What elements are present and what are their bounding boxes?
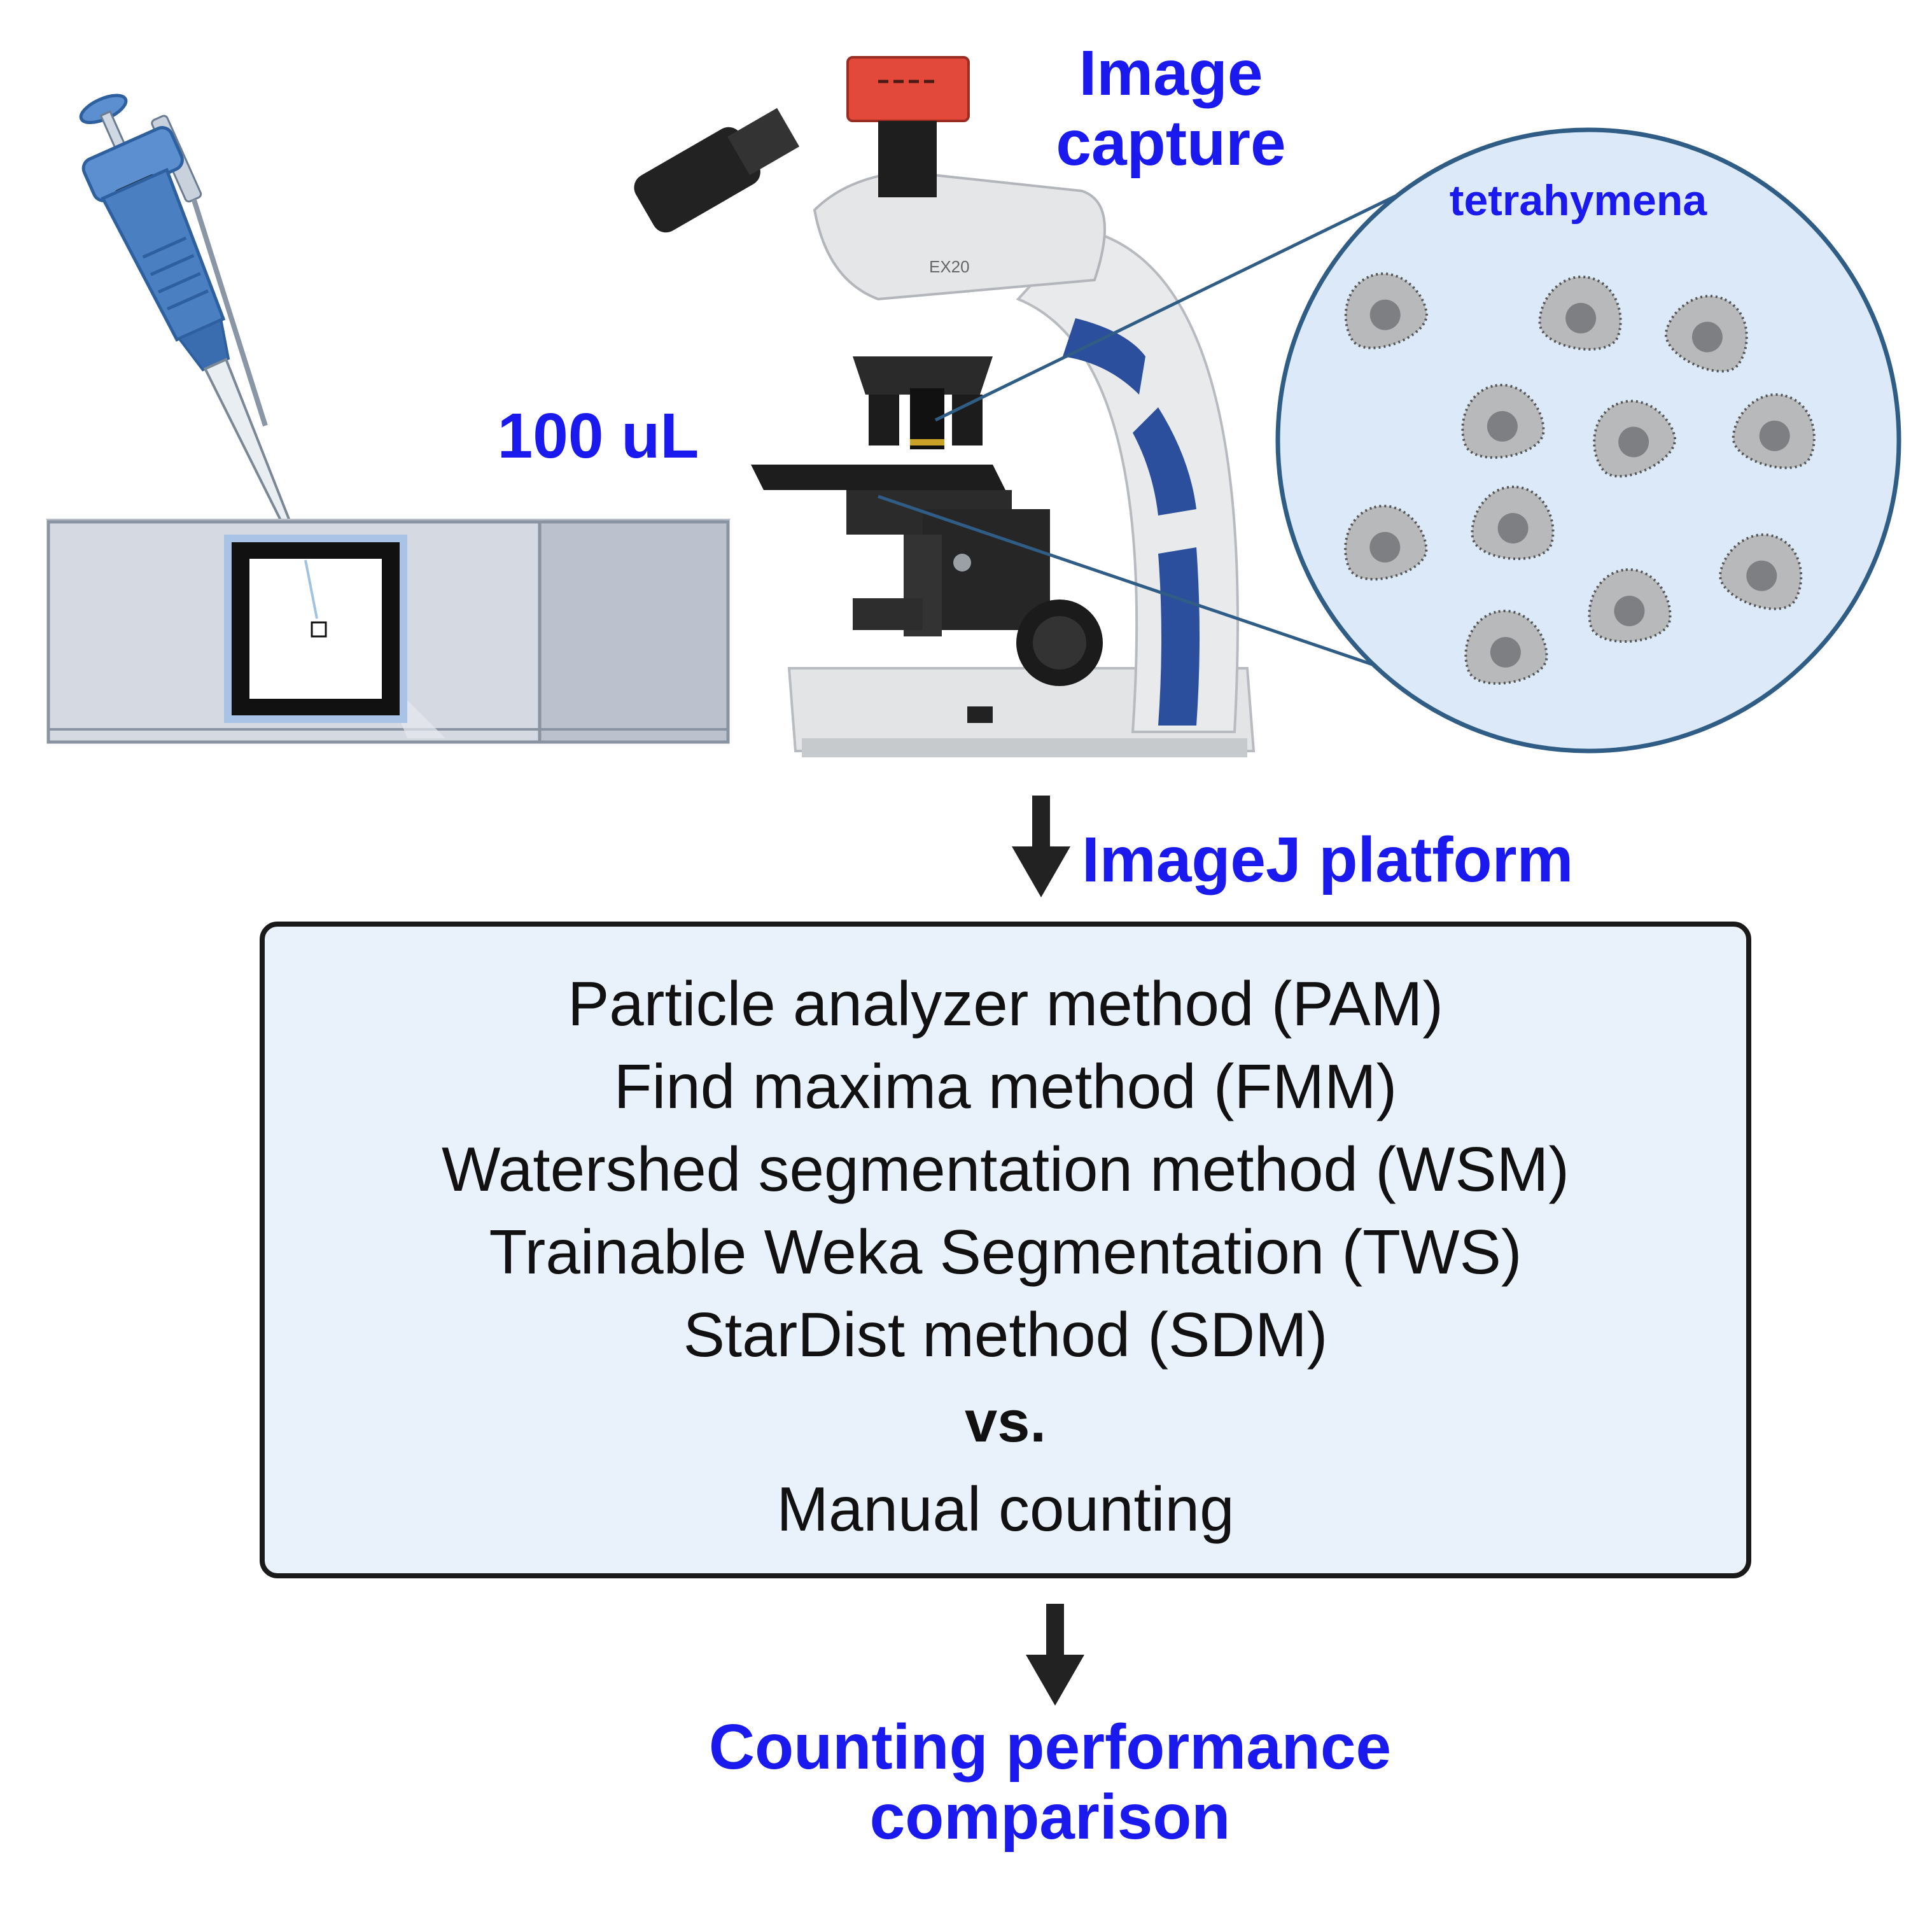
- tetrahymena-cell: [1665, 295, 1748, 373]
- tetrahymena-cell: [1471, 486, 1555, 561]
- pipette-icon: [79, 94, 303, 553]
- tetrahymena-cell: [1464, 610, 1548, 685]
- slide-icon: [46, 519, 731, 744]
- zoom-line-top: [934, 183, 1420, 422]
- platform-label: ImageJ platform: [1082, 824, 1574, 895]
- tetrahymena-cell: [1461, 384, 1545, 459]
- image-capture-line-1: Image: [1079, 38, 1263, 109]
- method-fmm: Find maxima method (FMM): [613, 1051, 1397, 1121]
- tetrahymena-cell: [1538, 276, 1622, 351]
- result-line-2: comparison: [869, 1781, 1231, 1853]
- organism-label: tetrahymena: [1449, 176, 1707, 225]
- tetrahymena-cell: [1344, 272, 1428, 349]
- tetrahymena-cell: [1593, 400, 1676, 478]
- image-capture-label: Image capture: [993, 38, 1349, 178]
- tetrahymena-cell: [1732, 393, 1816, 470]
- image-capture-line-2: capture: [1056, 108, 1286, 179]
- tetrahymena-cell: [1719, 533, 1803, 610]
- down-arrow-icon: [1012, 796, 1070, 897]
- microscope-model-label: EX20: [929, 257, 970, 276]
- method-pam: Particle analyzer method (PAM): [567, 969, 1444, 1039]
- manual-counting-label: Manual counting: [776, 1474, 1235, 1544]
- magnified-view-icon: [1275, 127, 1901, 754]
- method-wsm: Watershed segmentation method (WSM): [442, 1134, 1569, 1204]
- tetrahymena-cell: [1344, 505, 1428, 581]
- tetrahymena-cell: [1588, 568, 1672, 643]
- result-line-1: Counting performance: [708, 1711, 1392, 1783]
- result-label: Counting performance comparison: [636, 1712, 1464, 1852]
- vs-label: vs.: [965, 1389, 1046, 1454]
- microscope-icon: EX20: [634, 56, 1256, 757]
- method-tws: Trainable Weka Segmentation (TWS): [489, 1217, 1522, 1287]
- method-sdm: StarDist method (SDM): [683, 1300, 1328, 1370]
- methods-box: Particle analyzer method (PAM) Find maxi…: [260, 922, 1751, 1578]
- volume-label: 100 uL: [497, 400, 699, 472]
- down-arrow-icon: [1026, 1604, 1084, 1706]
